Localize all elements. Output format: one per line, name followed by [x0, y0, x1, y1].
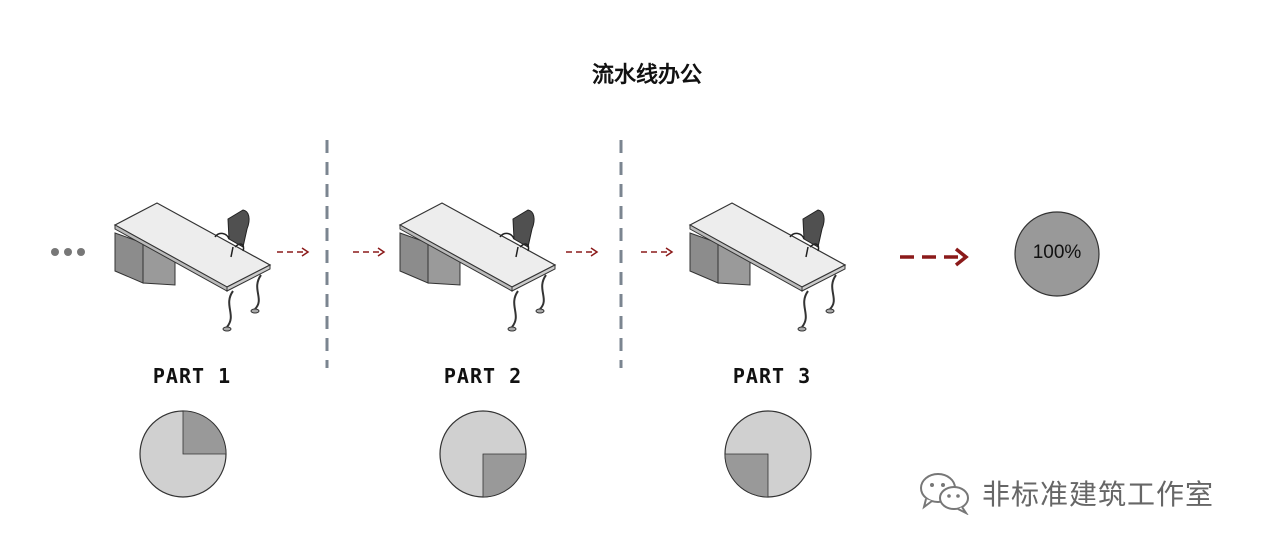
diagram-title: 流水线办公	[591, 63, 702, 88]
part-label-1: PART 1	[152, 364, 232, 388]
part-label-3: PART 3	[732, 364, 812, 388]
progress-pie-part-3	[724, 410, 812, 498]
flow-arrow-3	[565, 247, 598, 257]
flow-arrow-2	[352, 247, 385, 257]
part-label-2: PART 2	[443, 364, 523, 388]
result-label: 100%	[1032, 242, 1082, 263]
watermark-text: 非标准建筑工作室	[982, 478, 1215, 511]
watermark: 非标准建筑工作室	[918, 468, 1214, 518]
desk-icon-part-1	[114, 202, 271, 332]
result-circle	[1014, 211, 1100, 297]
flow-arrow-4	[640, 247, 673, 257]
continuation-dots	[51, 248, 85, 256]
result-arrow	[900, 247, 969, 267]
progress-pie-part-1	[139, 410, 227, 498]
desk-icon-part-2	[399, 202, 556, 332]
wechat-icon	[920, 473, 969, 515]
desk-icon-part-3	[689, 202, 846, 332]
progress-pie-part-2	[439, 410, 527, 498]
flow-arrow-1	[276, 247, 309, 257]
